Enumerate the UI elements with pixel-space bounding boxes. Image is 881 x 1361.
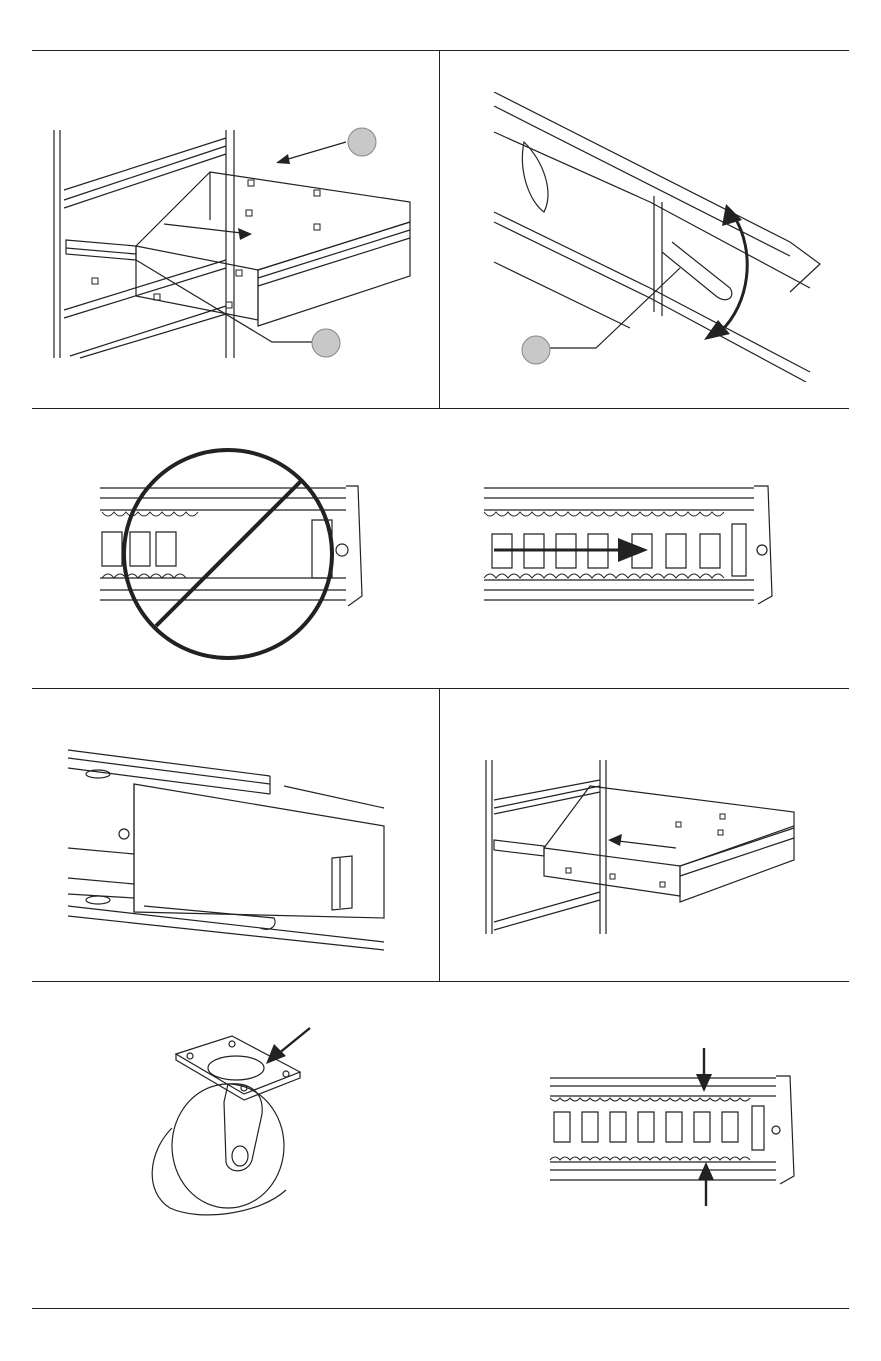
- separator-bottom: [32, 1308, 849, 1309]
- drawer-pulled-out-drawing: [40, 110, 430, 370]
- rail-points-drawing: [546, 1046, 806, 1208]
- separator-row1-row2: [32, 408, 849, 409]
- figure-rail-correct: [482, 480, 792, 606]
- figure-rail-incorrect: [96, 446, 376, 664]
- divider-row3: [439, 688, 440, 981]
- separator-row2-row3: [32, 688, 849, 689]
- separator-row3-row4: [32, 981, 849, 982]
- figure-slide-release-lever: [490, 92, 840, 382]
- figure-slide-member-detail: [64, 746, 394, 952]
- figure-caster-wheel: [140, 1022, 320, 1218]
- slide-lever-drawing: [490, 92, 840, 382]
- caster-wheel-drawing: [140, 1022, 320, 1218]
- figure-drawer-inserted: [480, 756, 810, 936]
- separator-top: [32, 50, 849, 51]
- figure-drawer-pulled-out: [40, 110, 430, 370]
- slide-member-drawing: [64, 746, 394, 952]
- figure-rail-top-bottom: [546, 1046, 806, 1208]
- rail-correct-drawing: [482, 480, 792, 606]
- divider-row1: [439, 50, 440, 408]
- rail-incorrect-drawing: [96, 446, 376, 664]
- drawer-inserted-drawing: [480, 756, 810, 936]
